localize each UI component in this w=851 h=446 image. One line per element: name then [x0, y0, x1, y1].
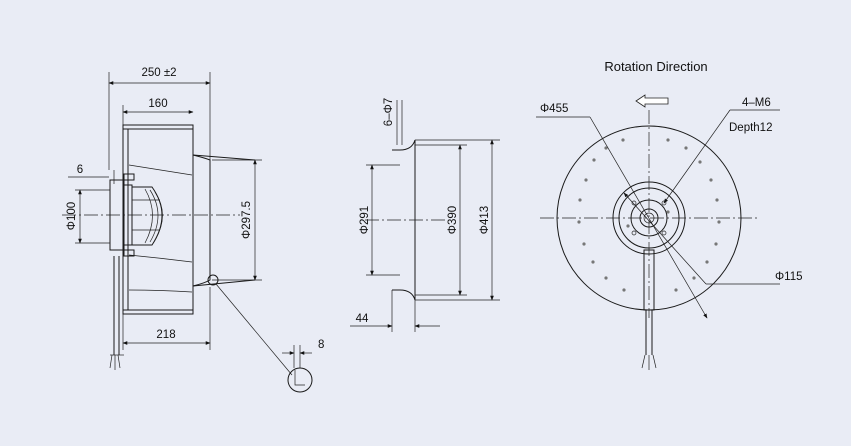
screw-depth-label: Depth12: [729, 122, 772, 134]
side-view: 250 ±2 160 6: [62, 67, 324, 393]
outer-dia-label: Φ413: [479, 206, 491, 234]
hub-offset-label: 6: [77, 164, 83, 176]
screws-label: 4–M6: [742, 97, 771, 109]
wheel-dia-label: Φ297.5: [241, 201, 253, 239]
hub-dia-label: Φ115: [775, 271, 803, 283]
front-view: Rotation Direction: [536, 59, 803, 370]
motor-dia-label: Φ100: [66, 202, 78, 230]
blade-dots: [577, 138, 721, 292]
bolt-circle-label: Φ390: [447, 206, 459, 234]
rotation-title: Rotation Direction: [604, 59, 707, 74]
wheel-width-label: 218: [156, 329, 175, 341]
detail-dim-label: 8: [318, 339, 324, 351]
holes-label: 6–Φ7: [383, 98, 395, 126]
rotation-arrow-icon: [635, 94, 669, 108]
inlet-depth-label: 160: [148, 98, 167, 110]
flange-label: 44: [356, 313, 369, 325]
section-view: 6–Φ7 Φ291 Φ390 Φ413 44: [350, 98, 500, 332]
overall-width-label: 250 ±2: [141, 67, 176, 79]
front-outer-dia-label: Φ455: [540, 103, 568, 115]
